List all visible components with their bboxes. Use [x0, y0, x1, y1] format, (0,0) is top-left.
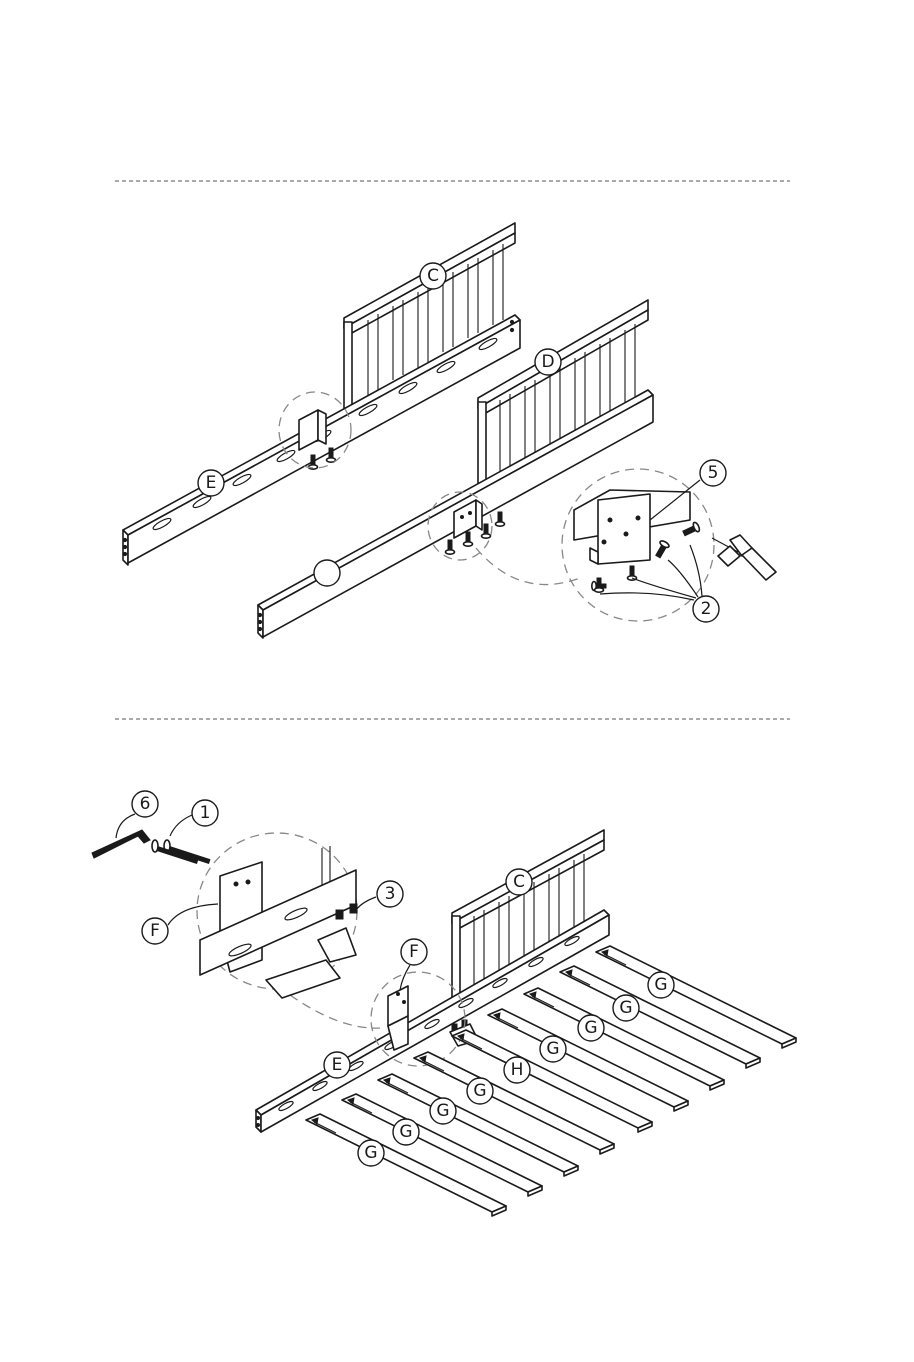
svg-text:G: G [399, 1122, 412, 1142]
screwdriver-icon [712, 535, 776, 580]
label-g-6: G [430, 1098, 456, 1124]
svg-text:F: F [409, 942, 419, 962]
label-g-5: G [467, 1078, 493, 1104]
label-g-4: G [540, 1036, 566, 1062]
label-g-7: G [393, 1119, 419, 1145]
label-g-1: G [648, 972, 674, 998]
label-f-main: F [400, 939, 427, 990]
allen-key-icon: 6 [92, 791, 158, 858]
svg-text:5: 5 [708, 463, 719, 483]
callout-part-3: 3 [356, 881, 403, 910]
svg-text:F: F [150, 921, 160, 941]
svg-text:D: D [541, 352, 554, 372]
corner-detail-magnified [197, 833, 380, 1028]
svg-text:G: G [364, 1143, 377, 1163]
svg-text:C: C [513, 872, 525, 892]
svg-text:G: G [619, 998, 632, 1018]
label-g-2: G [613, 995, 639, 1021]
svg-text:G: G [473, 1081, 486, 1101]
bolts-part-1: 1 [152, 800, 218, 863]
svg-text:E: E [332, 1055, 343, 1075]
svg-text:2: 2 [701, 599, 712, 619]
label-g-3: G [578, 1015, 604, 1041]
svg-text:E: E [206, 473, 217, 493]
label-h: H [504, 1057, 530, 1083]
label-blank-step1 [314, 560, 340, 586]
svg-text:G: G [546, 1039, 559, 1059]
svg-text:G: G [436, 1101, 449, 1121]
svg-text:C: C [427, 266, 439, 286]
svg-text:6: 6 [140, 794, 151, 814]
label-e-step1: E [198, 470, 224, 496]
label-d-step1: D [535, 349, 561, 375]
svg-text:G: G [584, 1018, 597, 1038]
label-e-step2: E [324, 1052, 350, 1078]
svg-text:1: 1 [200, 803, 211, 823]
svg-text:3: 3 [385, 884, 396, 904]
step2-group: 6 1 [92, 791, 796, 1216]
svg-text:G: G [654, 975, 667, 995]
svg-text:H: H [511, 1060, 524, 1080]
label-c-step1: C [420, 263, 446, 289]
label-c-step2: C [506, 869, 532, 895]
slats [306, 946, 796, 1216]
label-g-8: G [358, 1140, 384, 1166]
step1-group: C D E 5 2 [123, 223, 776, 638]
